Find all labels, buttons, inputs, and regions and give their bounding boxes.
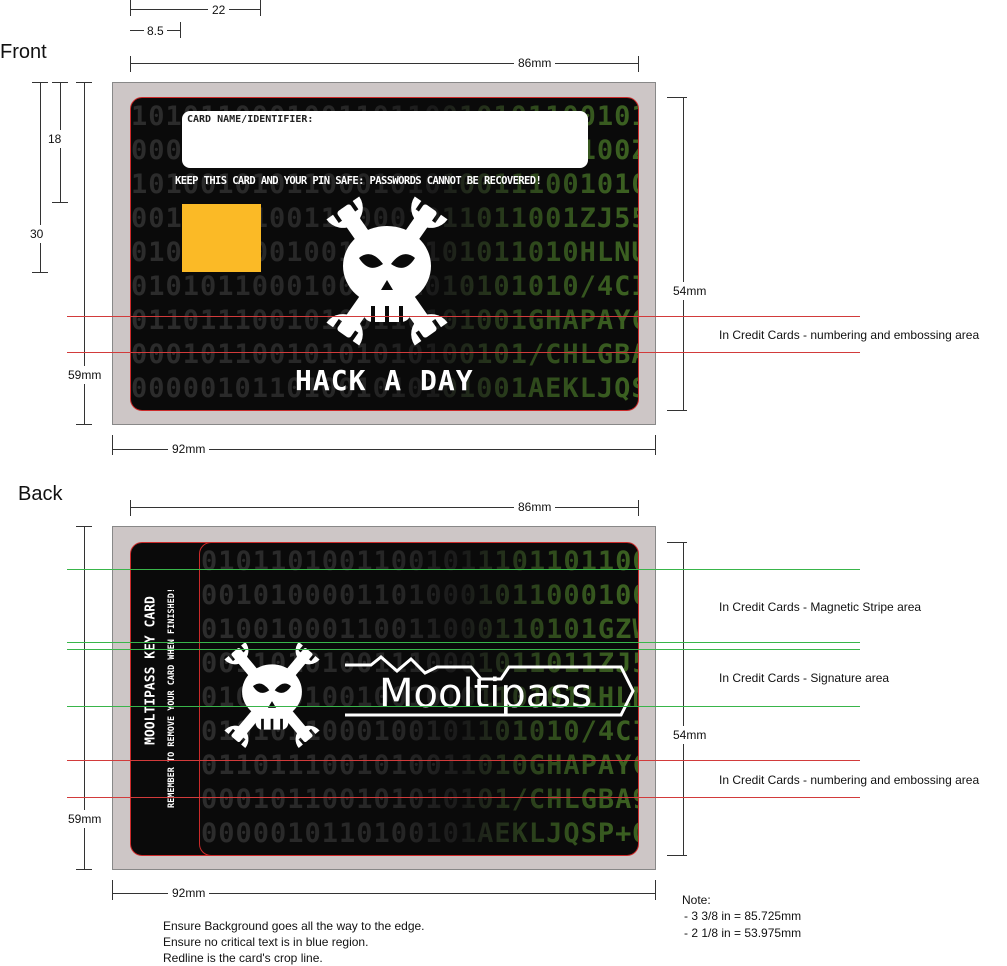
dim-line-30 [40, 82, 41, 272]
dim-tick [130, 500, 131, 516]
dim-tick [667, 97, 687, 98]
matrix-row: 00101000011010001011000100ZY5OL/ [201, 579, 638, 613]
dim-label-86-back: 86mm [514, 500, 556, 514]
dim-line-54 [683, 97, 684, 410]
dim-line-92 [112, 449, 655, 450]
dim-label-8-5: 8.5 [144, 24, 167, 38]
dim-tick [32, 82, 48, 83]
front-title: Front [0, 41, 47, 63]
dim-tick [638, 500, 639, 516]
skull-wrenches-icon [224, 641, 320, 749]
dim-tick [655, 880, 656, 900]
guide-red-back-top [67, 760, 860, 761]
matrix-row: 00010110010101010100101/CHLGBA9DTFCFV93 [131, 338, 638, 372]
dim-tick [180, 22, 181, 38]
note-line-2: Ensure no critical text is in blue regio… [163, 935, 369, 949]
yellow-chip-area [182, 204, 261, 272]
hackaday-logo-text: HACK A DAY [295, 364, 474, 397]
guide-red-bottom [67, 352, 860, 353]
dim-line-59 [84, 82, 85, 424]
dim-tick [667, 855, 687, 856]
front-embossing-annotation: In Credit Cards - numbering and embossin… [719, 328, 980, 342]
dim-line-59-back [84, 526, 85, 869]
back-inner-panel [199, 543, 638, 855]
dim-tick [76, 526, 92, 527]
dim-line-92-back [112, 893, 655, 894]
guide-green-2 [67, 642, 860, 643]
note-conversion-1: - 3 3/8 in = 85.725mm [684, 909, 802, 923]
matrix-row: 01001000110011000110101GZWINGEC [201, 613, 638, 647]
matrix-row: 10100101011000101010011100101001GEC [131, 168, 638, 202]
dim-line-86-back [130, 507, 638, 508]
magnetic-stripe-annotation: In Credit Cards - Magnetic Stripe area [719, 600, 922, 614]
note-line-3: Redline is the card's crop line. [163, 951, 323, 965]
dim-line-86 [130, 63, 638, 64]
guide-red-back-bottom [67, 797, 860, 798]
side-reminder-text: REMEMBER TO REMOVE YOUR CARD WHEN FINISH… [167, 587, 177, 809]
matrix-row: 00000101101001010101001AEKLJQSP+OPTMXXQB [131, 373, 638, 404]
signature-annotation: In Credit Cards - Signature area [719, 671, 890, 685]
dim-tick [76, 869, 92, 870]
dim-label-92-back: 92mm [168, 886, 210, 900]
dim-tick [32, 272, 48, 273]
matrix-row: 000101100101010101/CHLGBA9DTFCFV93 [201, 783, 638, 817]
dim-label-54: 54mm [673, 282, 707, 300]
back-embossing-annotation: In Credit Cards - numbering and embossin… [719, 773, 980, 787]
matrix-row: 0110111001010011010GHAPAYCBXNQV9 [201, 749, 638, 783]
dim-label-54-back: 54mm [673, 726, 707, 744]
dim-tick [52, 82, 68, 83]
skull-wrenches-icon [326, 196, 448, 346]
dim-tick [76, 82, 92, 83]
dim-line-22 [130, 9, 260, 10]
dim-label-86: 86mm [514, 56, 556, 70]
dim-tick [130, 56, 131, 72]
back-card: 0101101001100101110110110001GOL/00101000… [130, 542, 639, 856]
guide-green-3 [67, 649, 860, 650]
dim-tick [260, 0, 261, 16]
note-line-1: Ensure Background goes all the way to th… [163, 919, 425, 933]
dim-label-59: 59mm [68, 366, 102, 384]
matrix-row: 0101101001100101110110110001GOL/ [201, 545, 638, 579]
dim-tick [130, 0, 131, 16]
matrix-row: 0000010110100101AEKLJQSP+OPTMXXQB [201, 817, 638, 851]
dim-label-22: 22 [208, 3, 230, 17]
dim-tick [76, 424, 92, 425]
dim-tick [52, 202, 68, 203]
dim-tick [655, 435, 656, 455]
mooltipass-key-outline-icon [345, 655, 635, 717]
dim-tick [638, 56, 639, 72]
back-title: Back [18, 483, 63, 505]
mooltipass-logo-text: Mooltipass [379, 671, 592, 717]
dim-label-30: 30 [30, 225, 44, 243]
card-name-field [182, 111, 588, 168]
note-title: Note: [682, 893, 711, 907]
dim-line-54-back [683, 542, 684, 855]
guide-green-4 [67, 706, 860, 707]
guide-red-top [67, 316, 860, 317]
guide-green-1 [67, 569, 860, 570]
dim-label-92: 92mm [168, 442, 210, 456]
dim-tick [667, 542, 687, 543]
note-conversion-2: - 2 1/8 in = 53.975mm [684, 926, 802, 940]
side-title-text: MOOLTIPASS KEY CARD [143, 596, 159, 745]
dim-tick [112, 435, 113, 455]
dim-tick [112, 880, 113, 900]
front-card: 1010110001001101100101011001010100100010… [130, 97, 639, 411]
dim-label-59-back: 59mm [68, 810, 102, 828]
card-name-label: CARD NAME/IDENTIFIER: [187, 114, 314, 125]
warning-text: KEEP THIS CARD AND YOUR PIN SAFE: PASSWO… [175, 175, 542, 187]
dim-tick [667, 410, 687, 411]
dim-label-18: 18 [48, 130, 62, 148]
